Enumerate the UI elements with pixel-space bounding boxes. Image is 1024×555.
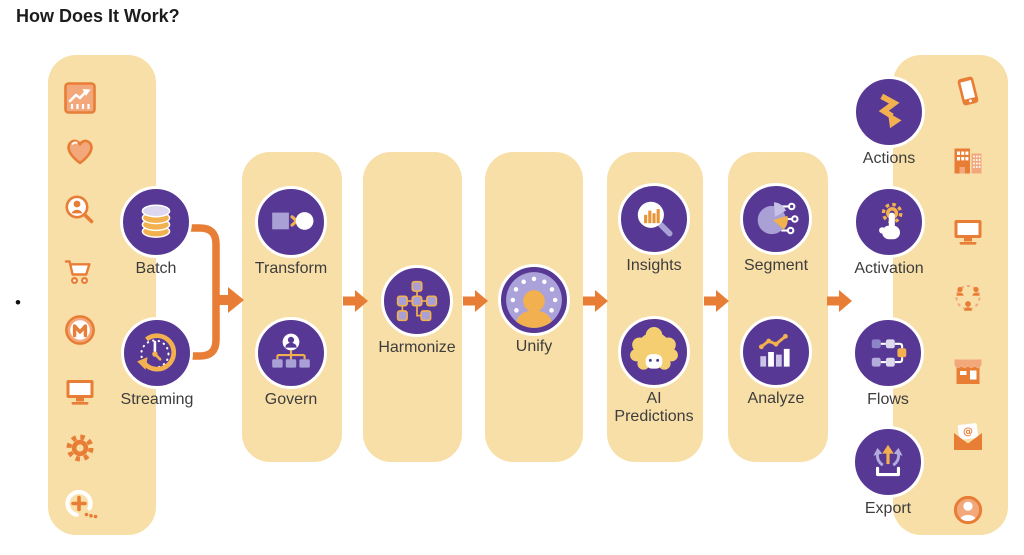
node-label: Export [864,500,912,517]
storefront-icon [954,359,982,384]
analyze-circle [740,316,812,388]
node-flows: Flows [828,317,948,409]
node-activation: Activation [829,186,949,278]
node-unify: Unify [474,264,594,356]
desktop-icon [954,220,982,245]
node-label: Harmonize [378,339,456,356]
node-label: Govern [264,391,318,408]
node-label: AI Predictions [614,390,694,425]
email-icon: @ [954,423,982,450]
database-icon [141,204,171,238]
bullet-marker: • [15,293,21,312]
govern-icon [272,333,310,368]
transform-icon [272,212,314,230]
mulesoft-icon [65,315,95,345]
node-label: Actions [862,150,916,167]
export-tray-icon [873,444,903,477]
node-govern: Govern [231,317,351,409]
govern-circle [255,317,327,389]
gear-icon [66,434,94,462]
heart-icon [67,139,93,165]
profile-avatar-icon [953,495,983,525]
flow-arrow [704,290,729,312]
customer-search-icon [65,195,94,224]
page-title: How Does It Work? [16,6,180,26]
node-analyze: Analyze [716,316,836,408]
unified-profile-icon [506,272,562,328]
mobile-phone-icon [957,76,979,106]
flow-arrow [827,290,852,312]
segment-circle [740,183,812,255]
shopping-cart-icon [64,260,91,285]
zigzag-arrow-icon [878,93,902,129]
node-label: Activation [854,260,924,277]
node-transform: Transform [231,186,351,278]
node-label: Batch [135,260,177,277]
merge-bracket-arrow [178,224,244,360]
flow-arrow [463,290,488,312]
node-streaming: Streaming [97,317,217,409]
community-icon [955,285,981,311]
transform-circle [255,186,327,258]
node-label: Unify [515,338,553,355]
flows-circle [852,317,924,389]
node-label: Segment [743,257,809,274]
insights-magnifier-icon [637,201,673,237]
unify-circle [498,264,570,336]
ai-predictions-circle [618,316,690,388]
flow-arrow [583,290,608,312]
svg-text:@: @ [962,426,973,438]
flow-blocks-icon [871,339,907,367]
node-network-icon [396,280,438,322]
node-label: Transform [254,260,328,277]
export-circle [852,426,924,498]
node-export: Export [828,426,948,518]
clock-stream-icon [137,333,177,372]
activation-circle [853,186,925,258]
node-segment: Segment [716,183,836,275]
harmonize-circle [381,265,453,337]
insights-circle [618,183,690,255]
desktop-icon [66,380,94,405]
actions-circle [853,76,925,148]
batch-circle [120,186,192,258]
node-actions: Actions [829,76,949,168]
node-harmonize: Harmonize [357,265,477,357]
node-batch: Batch [96,186,216,278]
hand-gear-icon [879,202,903,240]
segment-pie-icon [757,202,799,235]
einstein-icon [630,327,678,370]
node-label: Analyze [747,390,805,407]
node-label: Insights [626,257,682,274]
buildings-icon [954,148,982,174]
node-label: Streaming [120,391,194,408]
streaming-circle [121,317,193,389]
sources-panel [48,55,156,535]
node-insights: Insights [594,183,714,275]
node-ai-predictions: AI Predictions [594,316,714,426]
more-connectors-icon [65,489,98,519]
trend-chart-icon [64,82,96,114]
flow-arrow [343,290,368,312]
node-label: Flows [867,391,909,408]
analyze-chart-icon [758,333,790,367]
